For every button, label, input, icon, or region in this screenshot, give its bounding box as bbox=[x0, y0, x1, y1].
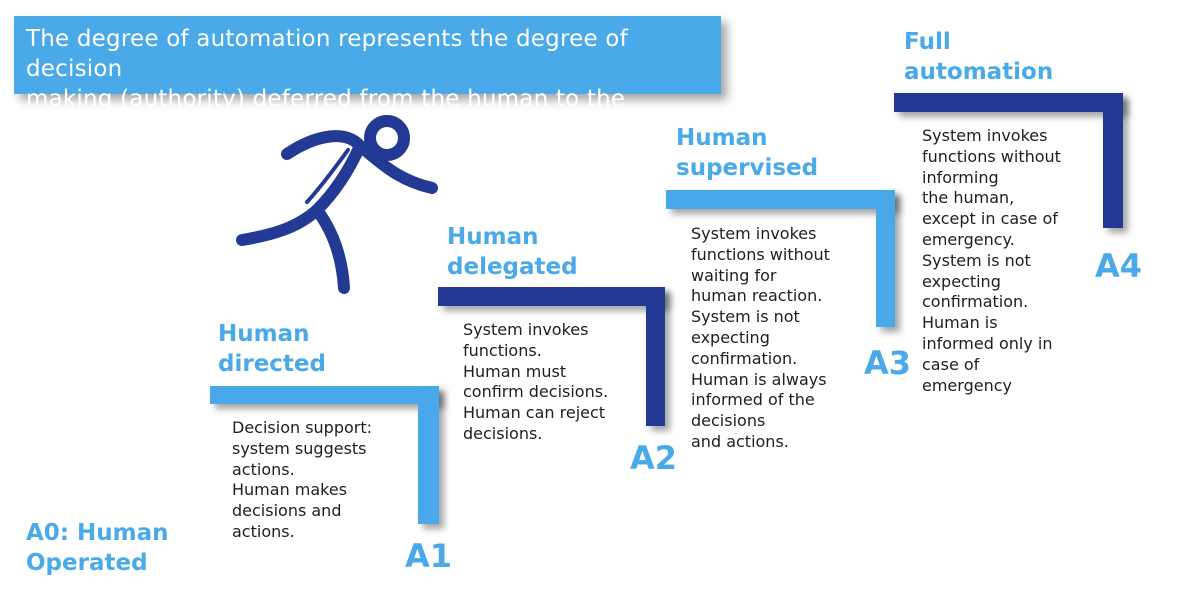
step-a1-riser bbox=[418, 386, 439, 524]
level-a0-label: A0: Human Operated bbox=[26, 520, 169, 576]
level-a1-description: Decision support: system suggests action… bbox=[232, 418, 373, 541]
level-a2-code: A2 bbox=[630, 439, 678, 477]
level-a1-title: Human directed bbox=[218, 321, 326, 377]
step-a2-tread bbox=[438, 287, 665, 306]
level-a2-title: Human delegated bbox=[447, 224, 578, 280]
step-a2-riser bbox=[646, 287, 665, 426]
step-a4-tread bbox=[894, 93, 1123, 112]
definition-text: The degree of automation represents the … bbox=[26, 26, 628, 142]
step-a1-tread bbox=[210, 386, 439, 404]
step-a3-riser bbox=[876, 190, 895, 327]
definition-banner: The degree of automation represents the … bbox=[14, 16, 721, 142]
running-person-icon bbox=[236, 115, 438, 294]
level-a4-title: Full automation bbox=[904, 29, 1054, 85]
step-a3-tread bbox=[666, 190, 895, 209]
level-a3-code: A3 bbox=[864, 344, 912, 382]
step-a4-riser bbox=[1103, 93, 1123, 228]
level-a3-title: Human supervised bbox=[676, 125, 819, 181]
level-a4-description: System invokes functions without informi… bbox=[922, 126, 1061, 395]
level-a3-description: System invokes functions without waiting… bbox=[691, 224, 830, 451]
level-a4-code: A4 bbox=[1095, 247, 1143, 285]
level-a1-code: A1 bbox=[405, 537, 453, 575]
level-a2-description: System invokes functions. Human must con… bbox=[463, 320, 609, 443]
